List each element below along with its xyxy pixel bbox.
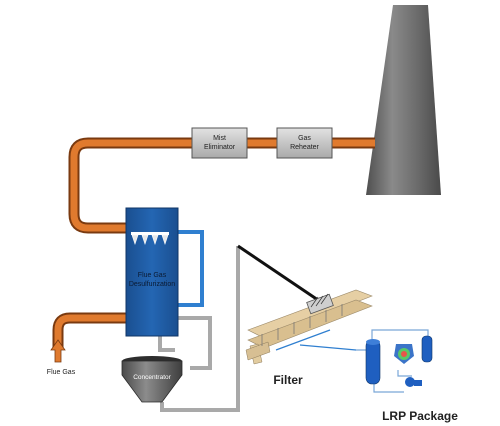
mist-eliminator-box: Mist Eliminator <box>191 127 248 159</box>
smoke-stack <box>366 5 441 195</box>
mist-eliminator-label-2: Eliminator <box>204 144 236 151</box>
spray-nozzles <box>131 232 169 245</box>
filter-label: Filter <box>273 373 303 387</box>
feed-line <box>237 244 319 302</box>
lrp-package-label: LRP Package <box>382 409 458 423</box>
gas-reheater-label-2: Reheater <box>290 144 319 151</box>
recirculation-pipe <box>178 230 204 307</box>
slurry-pipes <box>158 246 240 412</box>
concentrator: Concentrator <box>121 356 183 403</box>
flue-gas-label: Flue Gas <box>47 369 76 376</box>
belt-filter <box>245 289 373 365</box>
fgd-label-2: Desulfurization <box>129 281 175 288</box>
fgd-label-1: Flue Gas <box>138 272 167 279</box>
concentrator-label: Concentrator <box>133 374 171 381</box>
flue-gas-arrow <box>50 339 66 363</box>
gas-reheater-label-1: Gas <box>298 135 311 142</box>
gas-reheater-box: Gas Reheater <box>276 127 333 159</box>
mist-eliminator-label-1: Mist <box>213 135 226 142</box>
flue-gas-duct <box>52 137 375 350</box>
fgd-vessel: Flue Gas Desulfurization <box>125 207 179 337</box>
lrp-package <box>356 329 433 393</box>
